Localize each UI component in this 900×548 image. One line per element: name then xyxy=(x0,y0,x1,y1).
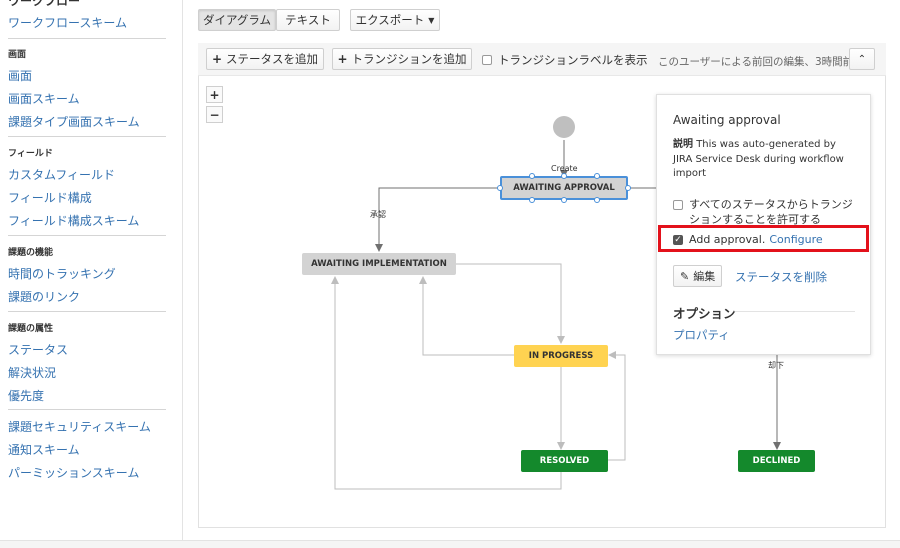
sidebar-item-issue-type-screen-schemes[interactable]: 課題タイプ画面スキーム xyxy=(8,115,140,129)
connection-handle[interactable] xyxy=(594,173,600,179)
add-transition-button[interactable]: + トランジションを追加 xyxy=(332,48,472,70)
status-node-declined[interactable]: DECLINED xyxy=(738,450,815,472)
export-label: エクスポート xyxy=(355,13,425,27)
export-dropdown-button[interactable]: エクスポート ▼ xyxy=(350,9,440,31)
options-heading: オプション xyxy=(673,306,736,321)
sidebar-item-statuses[interactable]: ステータス xyxy=(8,343,69,357)
admin-sidebar: ワークフロー ワークフロースキーム 画面 画面 画面スキーム 課題タイプ画面スキ… xyxy=(0,0,183,540)
edit-status-button[interactable]: ✎ 編集 xyxy=(673,265,723,287)
transition-label-approve[interactable]: 承認 xyxy=(370,210,386,219)
sidebar-item-screens[interactable]: 画面 xyxy=(8,69,33,83)
transition-label-decline[interactable]: 却下 xyxy=(768,361,784,370)
add-approval-option[interactable]: ✓ Add approval. Configure xyxy=(673,233,823,246)
status-node-label: IN PROGRESS xyxy=(528,351,594,361)
show-labels-text: トランジションラベルを表示 xyxy=(498,53,648,67)
page-footer-bar xyxy=(0,540,900,548)
plus-icon: + xyxy=(211,52,223,66)
allow-all-transitions-option[interactable]: すべてのステータスからトランジションすることを許可する xyxy=(673,198,863,228)
zoom-out-button[interactable]: − xyxy=(206,106,223,123)
delete-status-link[interactable]: ステータスを削除 xyxy=(735,270,827,284)
sidebar-heading-issue-features: 課題の機能 xyxy=(8,248,54,258)
sidebar-item-time-tracking[interactable]: 時間のトラッキング xyxy=(8,267,116,281)
tab-diagram[interactable]: ダイアグラム xyxy=(198,9,276,31)
tab-text[interactable]: テキスト xyxy=(276,9,340,31)
show-transition-labels-toggle[interactable]: トランジションラベルを表示 xyxy=(482,52,648,68)
checkbox[interactable] xyxy=(673,200,683,210)
configure-link[interactable]: Configure xyxy=(769,233,823,246)
sidebar-divider xyxy=(8,409,166,410)
add-transition-label: トランジションを追加 xyxy=(351,52,467,66)
sidebar-item-custom-fields[interactable]: カスタムフィールド xyxy=(8,168,116,182)
status-node-label: AWAITING IMPLEMENTATION xyxy=(311,259,447,269)
add-approval-text: Add approval. xyxy=(689,233,766,246)
properties-link[interactable]: プロパティ xyxy=(673,328,730,342)
connection-handle[interactable] xyxy=(561,173,567,179)
annotation-highlight-box xyxy=(658,225,869,252)
sidebar-heading-fields: フィールド xyxy=(8,149,53,159)
plus-icon: + xyxy=(337,52,348,66)
pencil-icon: ✎ xyxy=(680,269,690,283)
transition-label-create[interactable]: Create xyxy=(551,164,578,173)
description-label: 説明 xyxy=(673,139,693,150)
sidebar-item-field-configurations[interactable]: フィールド構成 xyxy=(8,191,92,205)
panel-title: Awaiting approval xyxy=(673,113,781,127)
sidebar-heading-screens: 画面 xyxy=(8,50,27,60)
checkbox-checked[interactable]: ✓ xyxy=(673,234,683,245)
sidebar-item-field-configuration-schemes[interactable]: フィールド構成スキーム xyxy=(8,214,140,228)
sidebar-heading-issue-attributes: 課題の属性 xyxy=(8,324,54,334)
collapse-toggle-button[interactable]: ⌃ xyxy=(849,48,875,70)
options-divider xyxy=(735,311,855,312)
sidebar-divider xyxy=(8,311,166,312)
sidebar-divider xyxy=(8,38,166,39)
start-node-icon xyxy=(553,116,575,138)
add-status-button[interactable]: + ステータスを追加 xyxy=(206,48,324,70)
sidebar-divider xyxy=(8,136,166,137)
status-node-label: AWAITING APPROVAL xyxy=(513,183,615,193)
sidebar-item-notification-schemes[interactable]: 通知スキーム xyxy=(8,443,80,457)
zoom-in-button[interactable]: + xyxy=(206,86,223,103)
connection-handle[interactable] xyxy=(561,197,567,203)
sidebar-item-priorities[interactable]: 優先度 xyxy=(8,389,45,403)
connection-handle[interactable] xyxy=(529,197,535,203)
status-description: 説明 This was auto-generated by JIRA Servi… xyxy=(673,138,858,182)
status-properties-panel: Awaiting approval 説明 This was auto-gener… xyxy=(656,94,871,355)
sidebar-item-permission-schemes[interactable]: パーミッションスキーム xyxy=(8,466,140,480)
status-node-label: DECLINED xyxy=(752,456,801,466)
connection-handle[interactable] xyxy=(497,185,503,191)
sidebar-section-workflow-partial: ワークフロー xyxy=(8,0,81,8)
status-node-label: RESOLVED xyxy=(539,456,590,466)
last-edit-info: このユーザーによる前回の編集、3時間前 xyxy=(658,56,854,68)
checkbox[interactable] xyxy=(482,55,492,65)
chevron-down-icon: ▼ xyxy=(428,15,435,25)
connection-handle[interactable] xyxy=(594,197,600,203)
connection-handle[interactable] xyxy=(625,185,631,191)
sidebar-item-workflow-scheme[interactable]: ワークフロースキーム xyxy=(8,16,128,30)
status-node-resolved[interactable]: RESOLVED xyxy=(521,450,608,472)
sidebar-item-issue-security-schemes[interactable]: 課題セキュリティスキーム xyxy=(8,420,151,434)
allow-all-text: すべてのステータスからトランジションすることを許可する xyxy=(689,198,853,226)
sidebar-item-issue-linking[interactable]: 課題のリンク xyxy=(8,290,81,304)
sidebar-item-resolutions[interactable]: 解決状況 xyxy=(8,366,57,380)
status-node-in-progress[interactable]: IN PROGRESS xyxy=(514,345,608,367)
edit-label: 編集 xyxy=(693,270,716,283)
chevron-up-icon: ⌃ xyxy=(857,53,867,65)
connection-handle[interactable] xyxy=(529,173,535,179)
add-status-label: ステータスを追加 xyxy=(226,52,319,66)
sidebar-item-screen-schemes[interactable]: 画面スキーム xyxy=(8,92,80,106)
description-text: This was auto-generated by JIRA Service … xyxy=(673,139,844,179)
sidebar-divider xyxy=(8,235,166,236)
status-node-awaiting-implementation[interactable]: AWAITING IMPLEMENTATION xyxy=(302,253,456,275)
